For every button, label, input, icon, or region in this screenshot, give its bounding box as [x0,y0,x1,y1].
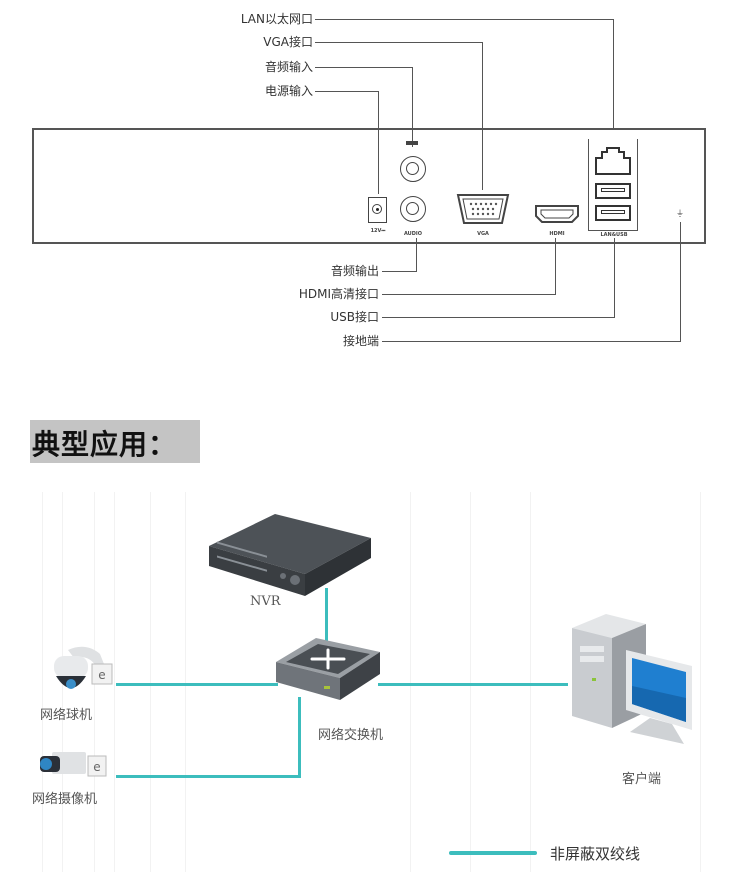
label-switch: 网络交换机 [318,728,384,743]
leader-audioin-h [315,67,413,68]
audio-in-jack [400,156,426,182]
lan-port [595,147,631,175]
grid-line [700,492,701,872]
leader-vga-h [315,42,483,43]
leader-hdmi-v [555,238,556,295]
svg-text:e: e [98,668,105,682]
leader-audioout-v [416,238,417,272]
legend-swatch [449,851,537,855]
usb-port-2 [595,205,631,221]
label-ground: 接地端 [342,334,379,348]
audio-out-jack [400,196,426,222]
usb-port-1 [595,183,631,199]
switch-device-icon [276,638,380,700]
label-usb: USB接口 [330,310,379,324]
leader-power-h [315,91,379,92]
section-title: 典型应用： [32,428,178,461]
grid-line [410,492,411,872]
client-pc-icon [572,614,692,744]
caption-hdmi: HDMI [549,231,565,237]
nvr-device-icon [209,514,371,596]
cable-nvr-switch [325,588,328,648]
label-audio-in: 音频输入 [264,60,313,74]
grid-line [150,492,151,872]
grid-line [42,492,43,872]
leader-audioout-h [382,271,417,272]
svg-text:e: e [93,760,100,774]
label-dome-camera: 网络球机 [40,708,93,723]
grid-line [114,492,115,872]
cable-dome-switch [116,683,278,686]
label-audio-out: 音频输出 [330,264,379,278]
dome-camera-icon: e [54,646,113,689]
power-port [368,197,387,223]
grid-line [530,492,531,872]
leader-lan-h [315,19,614,20]
cable-box-switch [116,775,301,778]
label-box-camera: 网络摄像机 [32,792,98,807]
leader-ground-v [680,222,681,342]
leader-audioin-v [412,67,413,147]
label-lan-port: LAN以太网口 [240,12,313,26]
leader-usb-h [382,317,615,318]
legend-label: 非屏蔽双绞线 [550,845,641,863]
caption-vga: VGA [477,231,489,237]
leader-lan-v [613,19,614,129]
nvr-rear-panel [32,128,706,244]
leader-vga-v [482,42,483,190]
lan-usb-group [588,139,638,231]
caption-power: 12V⎓ [370,228,386,234]
audio-in-marker [406,141,418,145]
vga-port [456,194,510,224]
label-hdmi: HDMI高清接口 [298,287,379,301]
cable-box-vertical [298,697,301,778]
label-nvr: NVR [250,594,281,609]
leader-power-v [378,91,379,194]
caption-lan-usb: LAN&USB [600,232,628,238]
box-camera-icon: e [40,752,107,777]
label-power-in: 电源输入 [264,84,313,98]
grid-line [185,492,186,872]
label-vga-port: VGA接口 [263,35,313,49]
section-title-background [30,420,200,463]
leader-usb-v [614,238,615,318]
hdmi-port [535,205,579,223]
leader-hdmi-h [382,294,556,295]
leader-ground-h [382,341,681,342]
cable-switch-client [378,683,568,686]
ground-icon: ⏚ [676,209,684,218]
grid-line [470,492,471,872]
label-client: 客户端 [622,772,662,787]
caption-audio: AUDIO [403,231,423,237]
